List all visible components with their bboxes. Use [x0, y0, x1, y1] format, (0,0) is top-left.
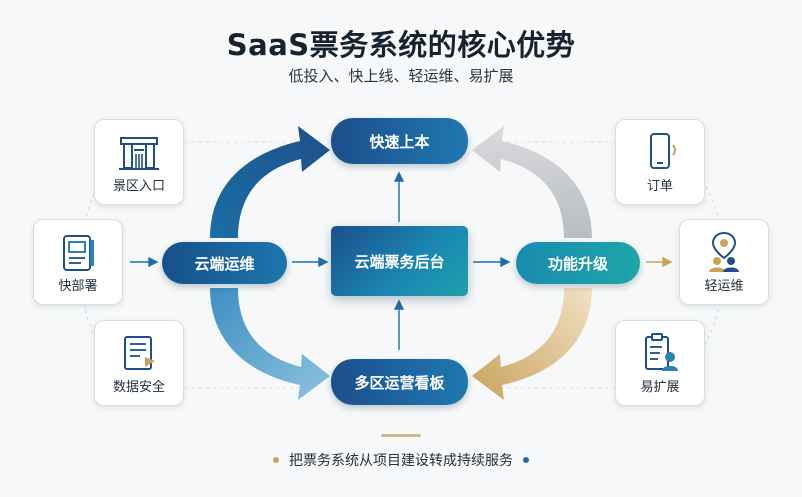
page-title: SaaS票务系统的核心优势 — [226, 28, 576, 62]
node-multi-region-dashboard: 多区运营看板 — [331, 359, 468, 405]
card-order: 订单 — [615, 119, 705, 205]
arc-arrow-top-left — [210, 126, 330, 238]
card-label: 景区入口 — [112, 179, 165, 194]
card-label: 快部署 — [58, 279, 98, 294]
node-fast-launch: 快速上本 — [331, 118, 468, 164]
connector-arrows — [130, 171, 511, 350]
server-device-icon — [63, 235, 94, 271]
node-cloud-ops: 云端运维 — [162, 242, 287, 284]
card-easy-scale: 易扩展 — [615, 320, 705, 406]
connector-arrow-right-out — [646, 256, 673, 268]
arc-arrow-bottom-left — [210, 288, 330, 400]
card-label: 轻运维 — [704, 279, 744, 294]
node-cloud-ticket-backend: 云端票务后台 — [331, 226, 468, 296]
footer-dot-right — [523, 457, 529, 463]
card-light-ops: 轻运维 — [679, 219, 769, 305]
card-label: 数据安全 — [112, 380, 165, 395]
page-subtitle: 低投入、快上线、轻运维、易扩展 — [288, 67, 514, 85]
footer-text: 把票务系统从项目建设转成持续服务 — [289, 453, 513, 469]
node-feature-upgrade: 功能升级 — [516, 242, 640, 284]
card-data-security: 数据安全 — [94, 320, 184, 406]
arc-arrow-bottom-right — [472, 288, 592, 400]
clipboard-user-icon — [645, 333, 678, 371]
scenic-gate-icon — [119, 137, 159, 170]
card-scenic-entrance: 景区入口 — [94, 119, 184, 205]
card-label: 订单 — [646, 179, 673, 194]
card-fast-deploy: 快部署 — [33, 219, 123, 305]
mobile-phone-icon — [650, 133, 676, 169]
footer-dot-left — [273, 457, 279, 463]
footer-divider — [381, 434, 421, 437]
footer: 把票务系统从项目建设转成持续服务 — [0, 450, 802, 470]
card-label: 易扩展 — [640, 380, 680, 395]
secure-document-icon — [124, 336, 155, 370]
location-user-icon — [709, 231, 739, 272]
arc-arrow-top-right — [472, 126, 592, 238]
